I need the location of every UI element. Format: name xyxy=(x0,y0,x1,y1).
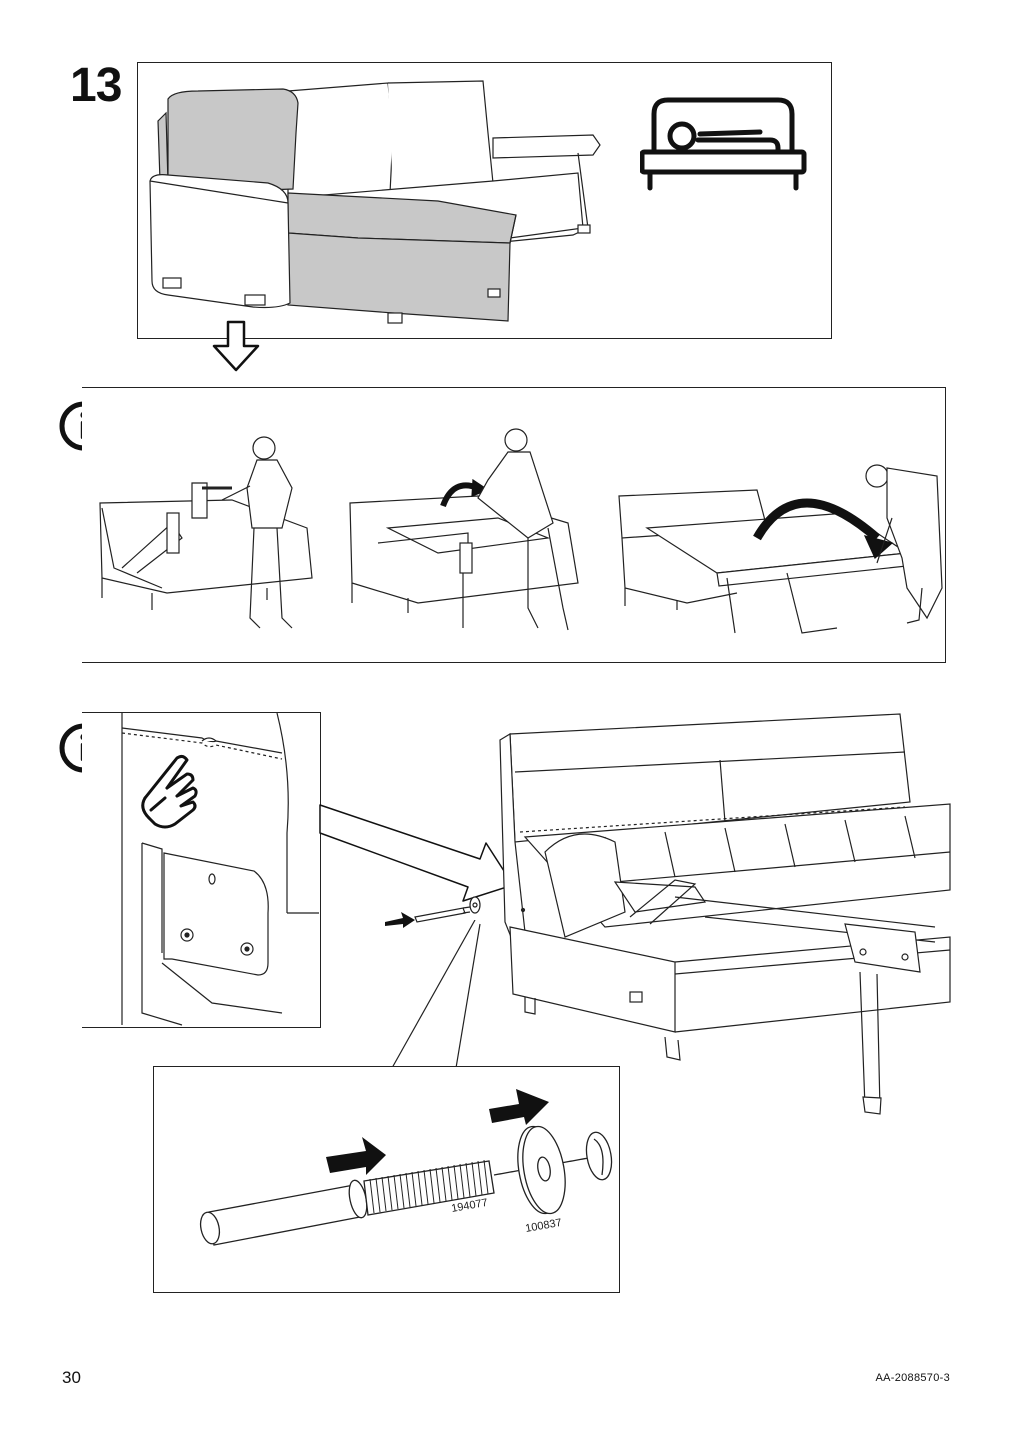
part-label-washer: 100837 xyxy=(524,1217,562,1235)
zoom-callout-lines xyxy=(390,920,490,1070)
person-lifting-illustration xyxy=(349,428,579,631)
person-unfolding-bed-illustration xyxy=(618,464,943,634)
finger-press-icon xyxy=(135,750,205,834)
push-arrow-icon xyxy=(489,1089,549,1125)
unfold-step-panel-2 xyxy=(338,387,608,663)
sofa-overview-panel xyxy=(137,62,832,339)
unfold-step-panel-3 xyxy=(607,387,946,663)
document-code: AA-2088570-3 xyxy=(875,1372,950,1384)
page-number: 30 xyxy=(62,1368,81,1387)
parts-zoom-panel: 194077 100837 xyxy=(153,1066,620,1293)
push-arrow-icon xyxy=(318,795,518,905)
bed-icon xyxy=(640,96,808,192)
step-number: 13 xyxy=(70,59,122,112)
push-arrow-icon xyxy=(326,1137,386,1175)
unfold-step-panel-1 xyxy=(82,387,339,663)
arrow-down-icon xyxy=(210,320,262,372)
sofa-illustration xyxy=(149,80,601,324)
hole-detail-panel xyxy=(82,712,321,1028)
bolt-washer-illustration: 194077 100837 xyxy=(199,1089,613,1246)
person-pulling-illustration xyxy=(99,436,313,629)
sofa-bed-frame-illustration xyxy=(375,712,955,1122)
hole-detail-illustration xyxy=(121,713,319,1026)
